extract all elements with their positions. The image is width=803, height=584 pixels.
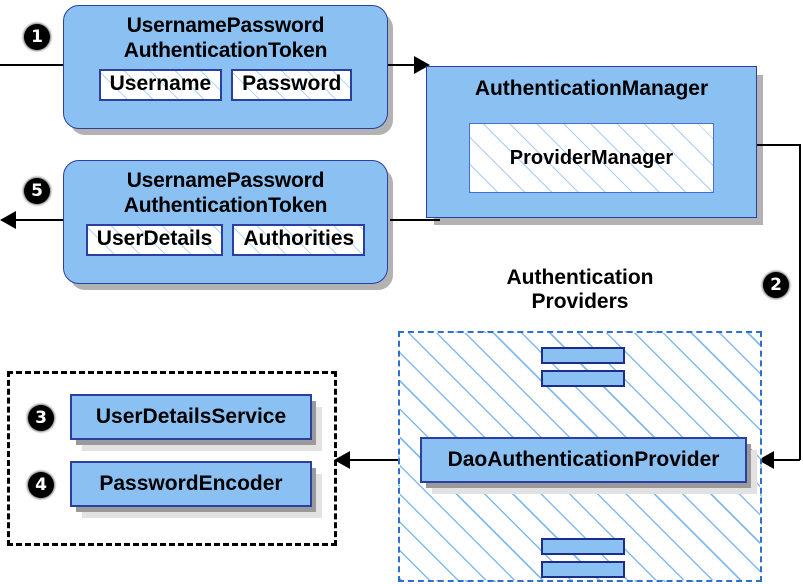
response-token-slot-authorities: Authorities: [232, 224, 366, 256]
providers-group-label-line1: Authentication: [506, 266, 654, 289]
response-token-title-line1: UsernamePassword: [126, 169, 325, 192]
stub-provider-top-2: [541, 370, 625, 387]
arrowhead-into-dao: [758, 451, 774, 469]
dao-authentication-provider-box[interactable]: DaoAuthenticationProvider: [420, 437, 747, 483]
response-token-slot-userdetails: UserDetails: [85, 224, 224, 256]
request-token-slot-username: Username: [98, 69, 223, 101]
arrowhead-response-out: [0, 211, 16, 229]
stub-provider-top-1: [541, 347, 625, 364]
response-token-title-line2: AuthenticationToken: [123, 194, 328, 217]
support-beans-container: [7, 371, 337, 546]
connector-manager-to-response: [390, 219, 440, 221]
stub-provider-bottom-1: [541, 538, 625, 555]
request-token-title: UsernamePassword AuthenticationToken: [123, 13, 328, 63]
request-token-card[interactable]: UsernamePassword AuthenticationToken Use…: [63, 5, 388, 129]
authentication-manager-title: AuthenticationManager: [474, 77, 709, 100]
request-token-slots: Username Password: [98, 69, 353, 101]
connector-into-dao: [772, 459, 800, 461]
request-token-title-line1: UsernamePassword: [126, 14, 325, 37]
request-token-title-line2: AuthenticationToken: [123, 39, 328, 62]
connector-manager-down: [799, 144, 801, 460]
step-badge-4: 4: [28, 472, 54, 498]
step-badge-5: 5: [24, 178, 50, 204]
response-token-card[interactable]: UsernamePassword AuthenticationToken Use…: [63, 160, 388, 284]
password-encoder-box[interactable]: PasswordEncoder: [70, 461, 312, 507]
authentication-manager-card[interactable]: AuthenticationManager ProviderManager: [426, 66, 757, 218]
connector-manager-right: [757, 144, 801, 146]
connector-response-out: [8, 219, 66, 221]
response-token-title: UsernamePassword AuthenticationToken: [123, 168, 328, 218]
step-badge-1: 1: [24, 24, 50, 50]
provider-manager-box: ProviderManager: [469, 123, 714, 193]
request-token-slot-password: Password: [231, 69, 353, 101]
providers-group-label-line2: Providers: [531, 290, 629, 313]
step-badge-2: 2: [763, 272, 789, 298]
connector-request-in: [0, 64, 64, 66]
user-details-service-box[interactable]: UserDetailsService: [70, 394, 312, 440]
stub-provider-bottom-2: [541, 561, 625, 578]
arrowhead-to-beans: [334, 451, 350, 469]
response-token-slots: UserDetails Authorities: [85, 224, 366, 256]
providers-group-label: Authentication Providers: [465, 266, 695, 314]
connector-token-to-manager: [388, 64, 426, 66]
step-badge-3: 3: [28, 405, 54, 431]
connector-dao-to-beans: [348, 459, 416, 461]
